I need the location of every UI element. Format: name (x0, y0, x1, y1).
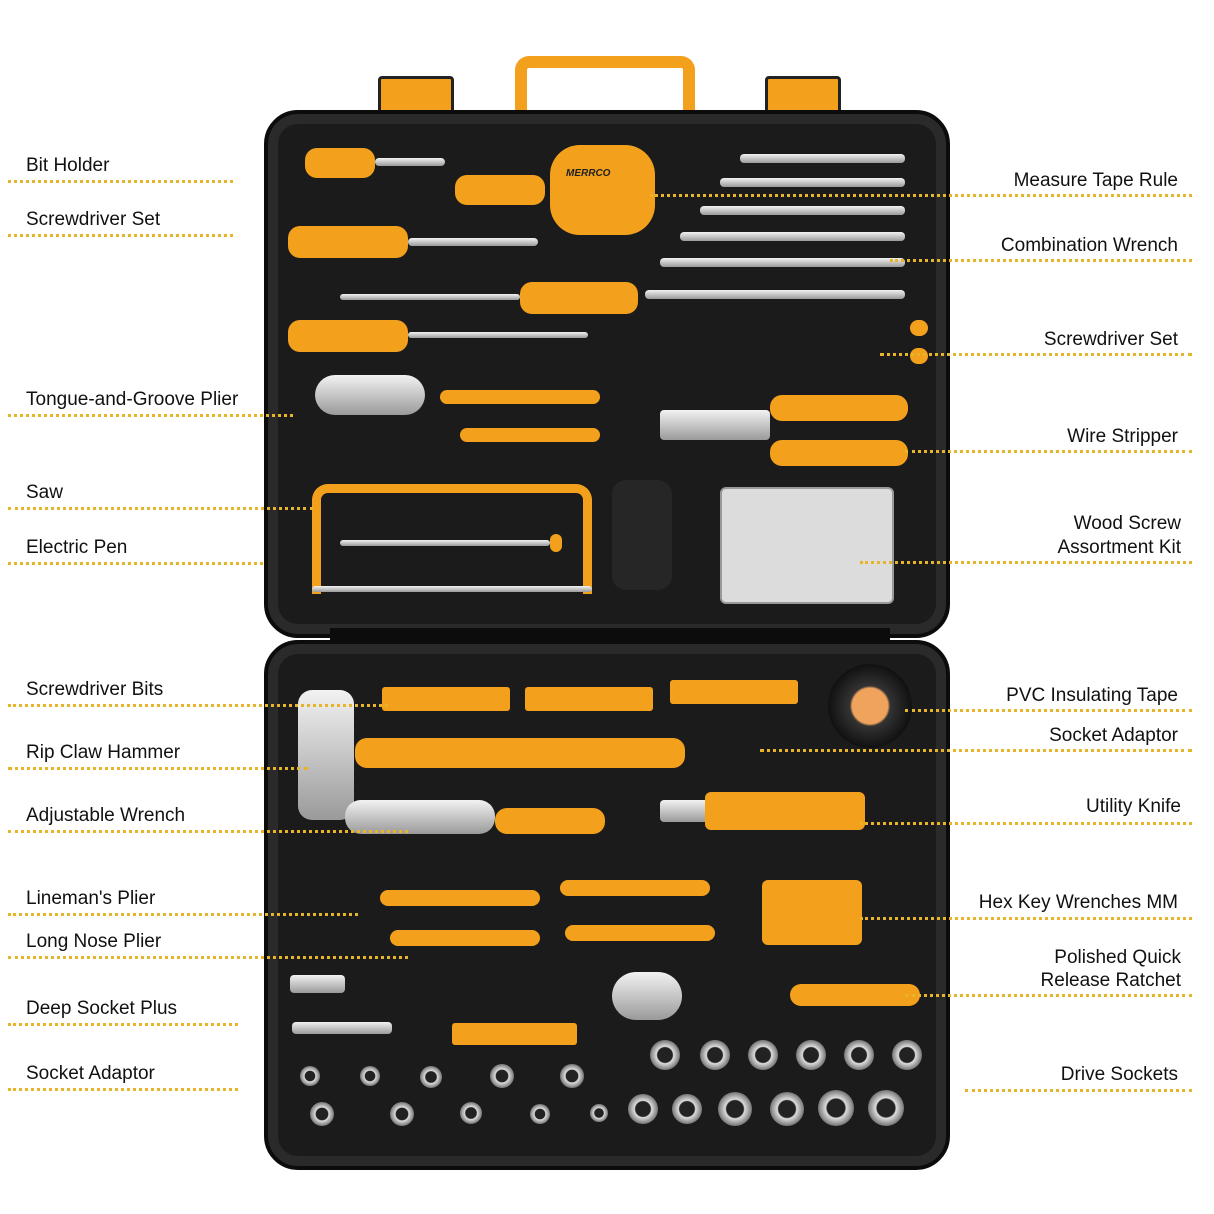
label-electric-pen: Electric Pen (26, 537, 128, 558)
tongue-groove-plier (315, 375, 425, 415)
leader-line (860, 561, 1192, 564)
label-saw: Saw (26, 482, 63, 503)
carry-handle[interactable] (515, 56, 695, 126)
hammer-head (298, 690, 354, 820)
label-socket-adaptor-right: Socket Adaptor (1049, 725, 1178, 746)
leader-line (8, 1088, 238, 1091)
hammer-handle (355, 738, 685, 768)
label-tongue-groove-plier: Tongue-and-Groove Plier (26, 389, 239, 410)
label-release-ratchet: Release Ratchet (1040, 970, 1181, 991)
label-lineman-plier: Lineman's Plier (26, 888, 156, 909)
leader-line (8, 767, 308, 770)
plier-handle (460, 428, 600, 442)
adjustable-wrench-handle (495, 808, 605, 834)
lineman-plier-handle (380, 890, 540, 906)
leader-line (8, 562, 263, 565)
leader-line (8, 234, 233, 237)
bit-holder (455, 175, 545, 205)
leader-line (8, 414, 293, 417)
socket-adaptor (292, 1022, 392, 1034)
label-deep-socket-plus: Deep Socket Plus (26, 998, 178, 1019)
label-measure-tape-rule: Measure Tape Rule (1013, 170, 1178, 191)
leader-line (860, 822, 1192, 825)
ratchet-handle (790, 984, 920, 1006)
label-adjustable-wrench: Adjustable Wrench (26, 805, 186, 826)
measure-tape (550, 145, 655, 235)
deep-socket (290, 975, 345, 993)
leader-line (8, 1023, 238, 1026)
label-wood-screw: Wood Screw (1073, 513, 1181, 534)
wood-screw-box (720, 487, 894, 604)
hinge (330, 628, 890, 642)
screwdriver (520, 282, 638, 314)
label-hex-key-wrenches: Hex Key Wrenches MM (978, 892, 1178, 913)
label-screwdriver-set-right: Screwdriver Set (1043, 329, 1178, 350)
screwdriver (305, 148, 375, 178)
utility-knife-blade (660, 800, 710, 822)
ratchet-head (612, 972, 682, 1020)
screwdriver-shaft (340, 294, 520, 300)
label-assortment-kit: Assortment Kit (1057, 537, 1181, 558)
adjustable-wrench (345, 800, 495, 834)
label-screwdriver-bits: Screwdriver Bits (26, 679, 164, 700)
label-polished-quick: Polished Quick (1054, 947, 1181, 968)
leader-line (860, 917, 1192, 920)
precision-screwdriver (910, 348, 928, 364)
leader-line (8, 956, 408, 959)
label-combination-wrench: Combination Wrench (1000, 235, 1178, 256)
label-wire-stripper: Wire Stripper (1067, 426, 1178, 447)
bit-strip (452, 1023, 577, 1045)
plier-handle (390, 930, 540, 946)
bit-strip (525, 687, 653, 711)
wire-stripper-handle (770, 440, 908, 466)
plier-handle (565, 925, 715, 941)
screwdriver-shaft (408, 332, 588, 338)
wire-stripper-handle (770, 395, 908, 421)
label-rip-claw-hammer: Rip Claw Hammer (26, 742, 181, 763)
label-screwdriver-set-left: Screwdriver Set (26, 209, 161, 230)
insulating-tape (828, 664, 912, 748)
leader-line (8, 704, 388, 707)
leader-line (8, 507, 313, 510)
leader-line (650, 194, 1192, 197)
hex-key-holder (762, 880, 862, 945)
bit-strip (382, 687, 510, 711)
saw-handle (612, 480, 672, 590)
electric-pen (340, 540, 550, 546)
label-long-nose-plier: Long Nose Plier (26, 931, 162, 952)
utility-knife (705, 792, 865, 830)
leader-line (965, 1089, 1192, 1092)
leader-line (890, 259, 1192, 262)
plier-handle (440, 390, 600, 404)
long-nose-plier-handle (560, 880, 710, 896)
hacksaw-frame (312, 484, 592, 594)
leader-line (8, 180, 233, 183)
screwdriver-shaft (375, 158, 445, 166)
label-drive-sockets: Drive Sockets (1060, 1064, 1178, 1085)
wire-stripper-jaw (660, 410, 770, 440)
screwdriver (288, 320, 408, 352)
leader-line (8, 830, 408, 833)
label-bit-holder: Bit Holder (26, 155, 110, 176)
screwdriver-shaft (408, 238, 538, 246)
leader-line (8, 913, 358, 916)
leader-line (905, 450, 1192, 453)
leader-line (905, 709, 1192, 712)
saw-blade (312, 586, 592, 592)
bit-strip (670, 680, 798, 704)
leader-line (905, 994, 1192, 997)
label-socket-adaptor-left: Socket Adaptor (26, 1063, 155, 1084)
label-utility-knife: Utility Knife (1085, 796, 1181, 817)
brand-logo: MERRCO (566, 168, 611, 179)
screwdriver (288, 226, 408, 258)
label-pvc-insulating-tape: PVC Insulating Tape (1006, 685, 1178, 706)
precision-screwdriver (910, 320, 928, 336)
leader-line (880, 353, 1192, 356)
leader-line (760, 749, 1192, 752)
electric-pen-cap (550, 534, 562, 552)
